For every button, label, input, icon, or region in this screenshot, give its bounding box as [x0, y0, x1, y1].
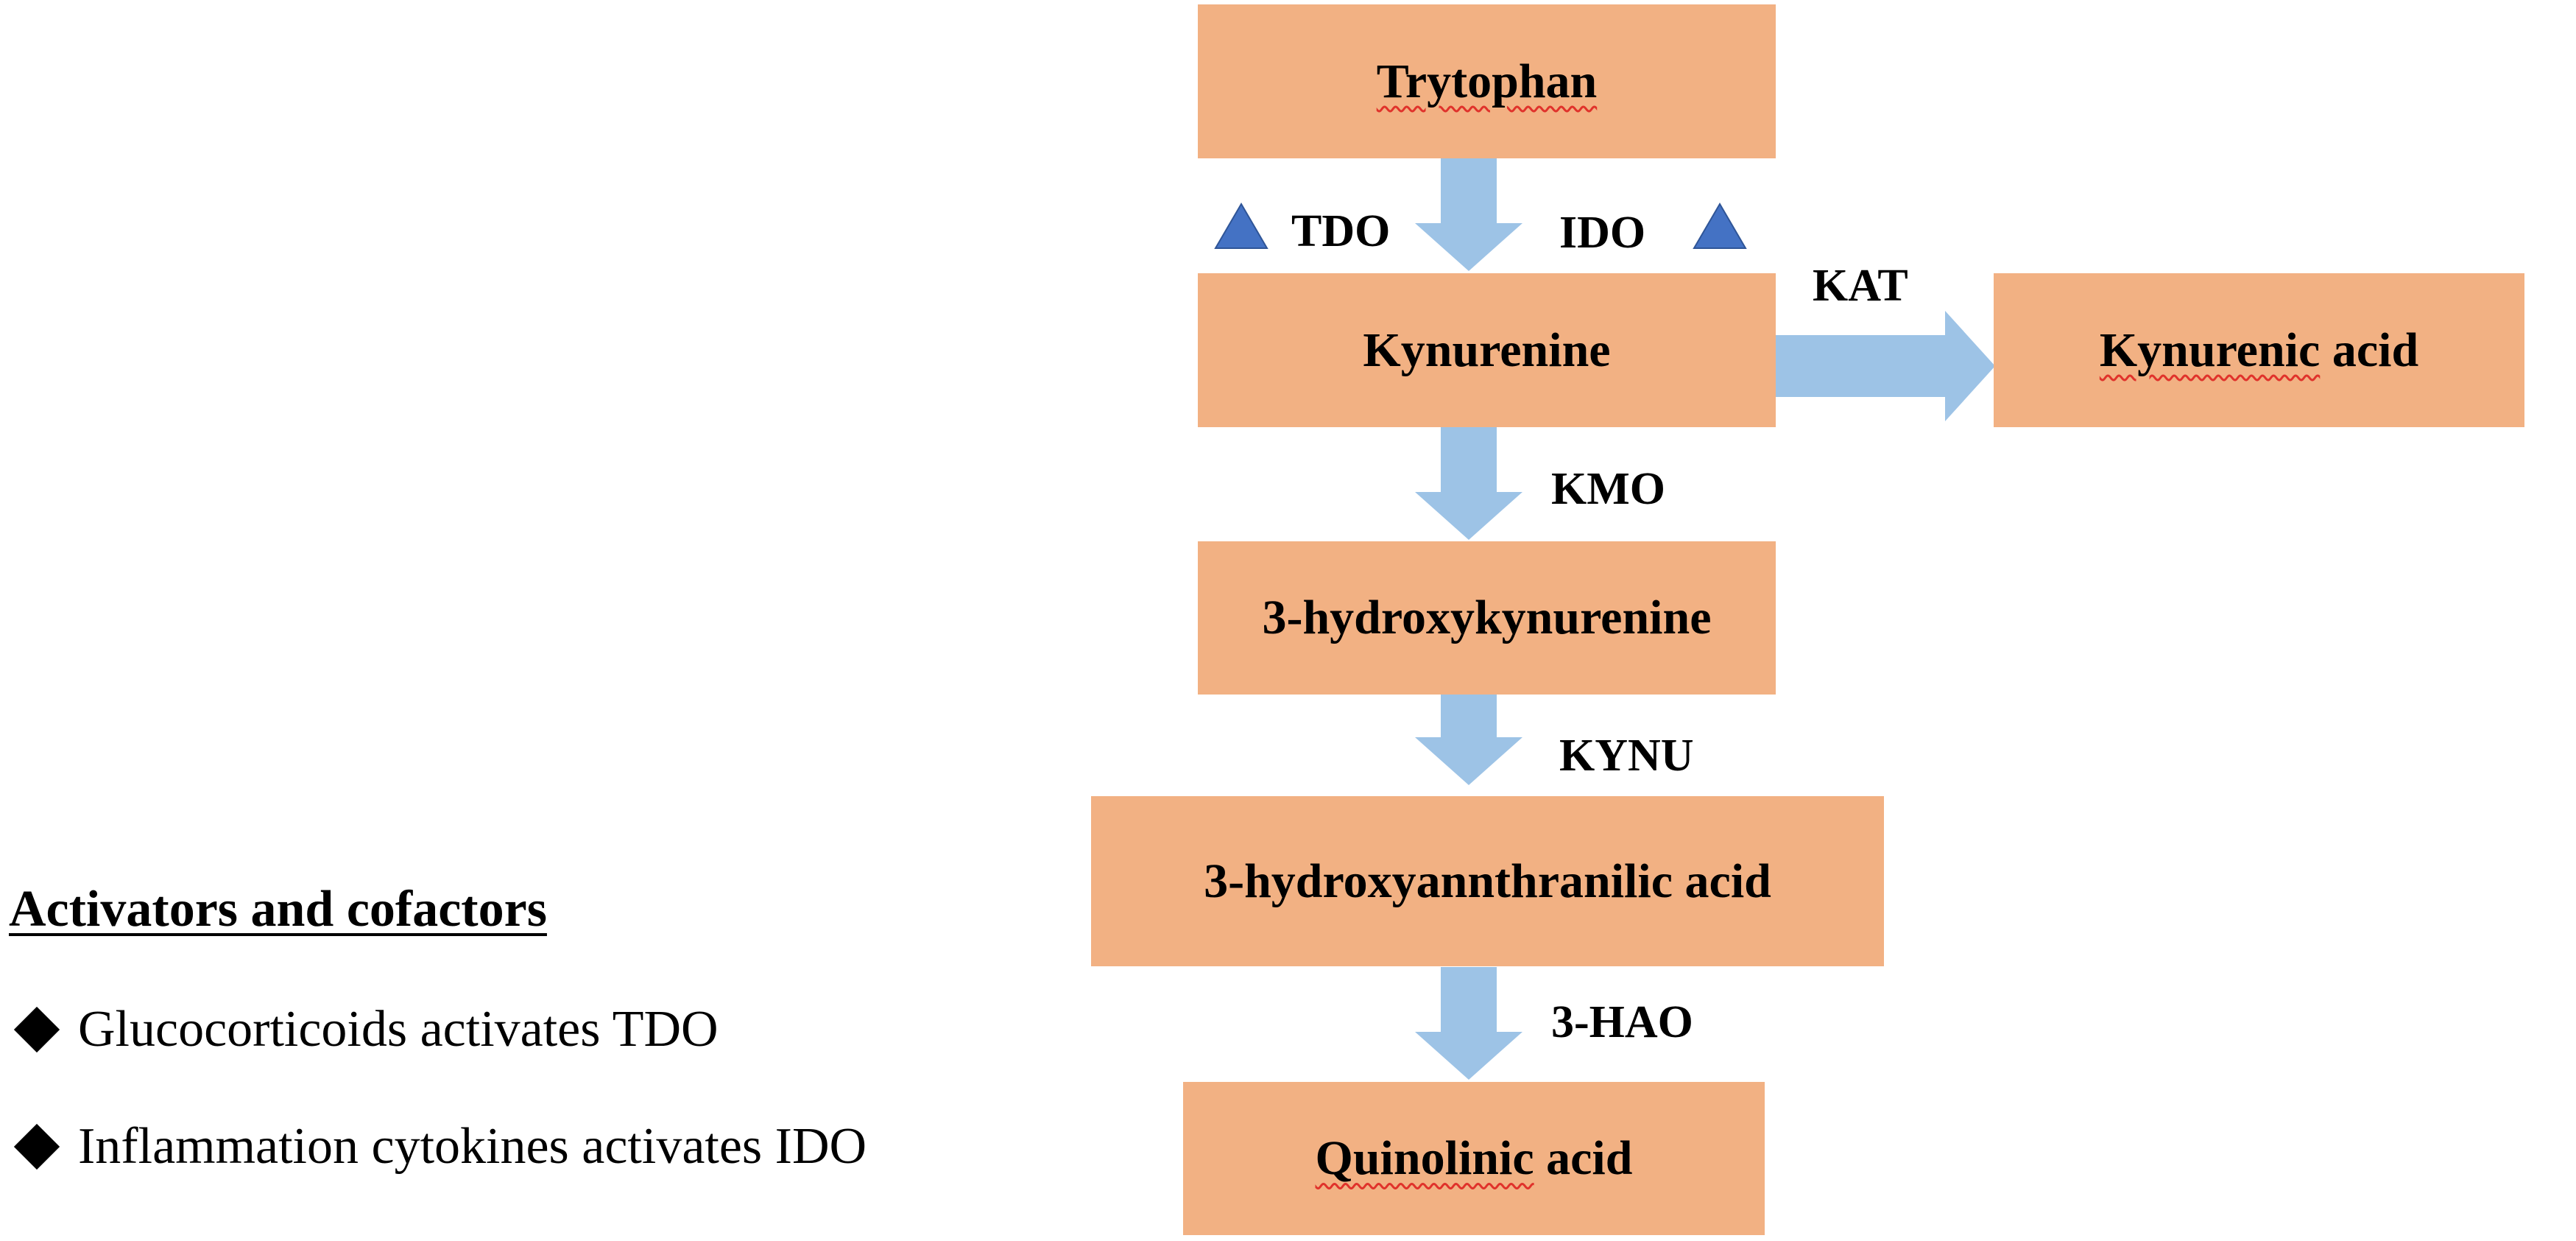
enzyme-label-kat: KAT	[1813, 261, 1908, 311]
arrow-tryptophan-to-kynurenine	[1415, 158, 1522, 271]
tdo-activation-triangle	[1214, 203, 1268, 249]
node-kynurenine: Kynurenine	[1198, 273, 1776, 427]
enzyme-label-kynu: KYNU	[1559, 731, 1694, 781]
node-hydroxyanthranilic-acid-label: 3-hydroxyannthranilic acid	[1204, 854, 1771, 908]
legend-item: Glucocorticoids activates TDO	[9, 1004, 719, 1055]
node-quinolinic-acid-word1: Quinolinic	[1315, 1131, 1534, 1185]
node-kynurenic-acid-word1: Kynurenic	[2099, 323, 2321, 377]
legend-item: Inflammation cytokines activates IDO	[9, 1121, 867, 1173]
arrow-hydroxyanthranilic-to-quinolinic	[1415, 967, 1522, 1080]
node-hydroxykynurenine-label: 3-hydroxykynurenine	[1262, 591, 1712, 644]
legend-title: Activators and cofactors	[9, 881, 547, 938]
legend-item-text: Glucocorticoids activates TDO	[78, 1001, 719, 1058]
arrow-kynurenine-to-hydroxykynurenine	[1415, 427, 1522, 540]
enzyme-label-kmo: KMO	[1551, 464, 1665, 514]
node-kynurenic-acid: Kynurenic acid	[1994, 273, 2524, 427]
enzyme-label-3-hao: 3-HAO	[1551, 997, 1693, 1047]
node-kynurenic-acid-word2: acid	[2320, 323, 2419, 377]
node-tryptophan: Trytophan	[1198, 4, 1776, 158]
node-kynurenine-label: Kynurenine	[1363, 323, 1611, 377]
legend-item-text: Inflammation cytokines activates IDO	[78, 1118, 867, 1175]
node-quinolinic-acid-word2: acid	[1534, 1131, 1633, 1185]
arrow-hydroxykynurenine-to-hydroxyanthranilic	[1415, 695, 1522, 785]
enzyme-label-tdo: TDO	[1291, 206, 1391, 256]
diamond-bullet-icon	[13, 1006, 60, 1053]
node-quinolinic-acid: Quinolinic acid	[1183, 1082, 1765, 1235]
arrow-kynurenine-to-kynurenic-acid	[1776, 311, 1995, 421]
diamond-bullet-icon	[13, 1123, 60, 1170]
node-tryptophan-label: Trytophan	[1376, 54, 1598, 108]
node-hydroxyanthranilic-acid: 3-hydroxyannthranilic acid	[1091, 796, 1884, 966]
node-hydroxykynurenine: 3-hydroxykynurenine	[1198, 541, 1776, 695]
enzyme-label-ido: IDO	[1559, 208, 1646, 258]
ido-activation-triangle	[1693, 203, 1747, 249]
